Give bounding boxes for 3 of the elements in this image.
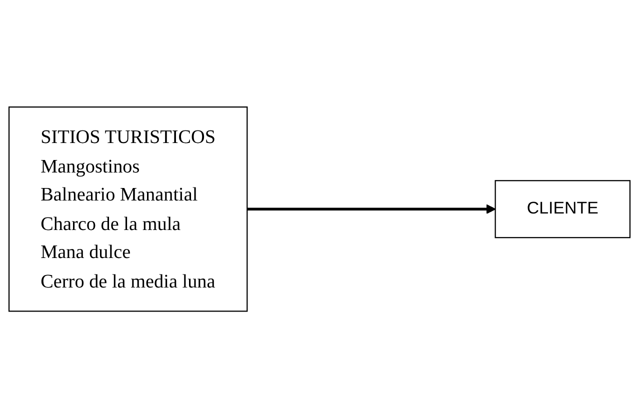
node-box: CLIENTE xyxy=(494,180,631,239)
arrow xyxy=(247,204,496,214)
node-box: SITIOS TURISTICOS Mangostinos Balneario Manantial Charco de la mula Mana dulce Cerro de la media luna xyxy=(8,106,248,312)
